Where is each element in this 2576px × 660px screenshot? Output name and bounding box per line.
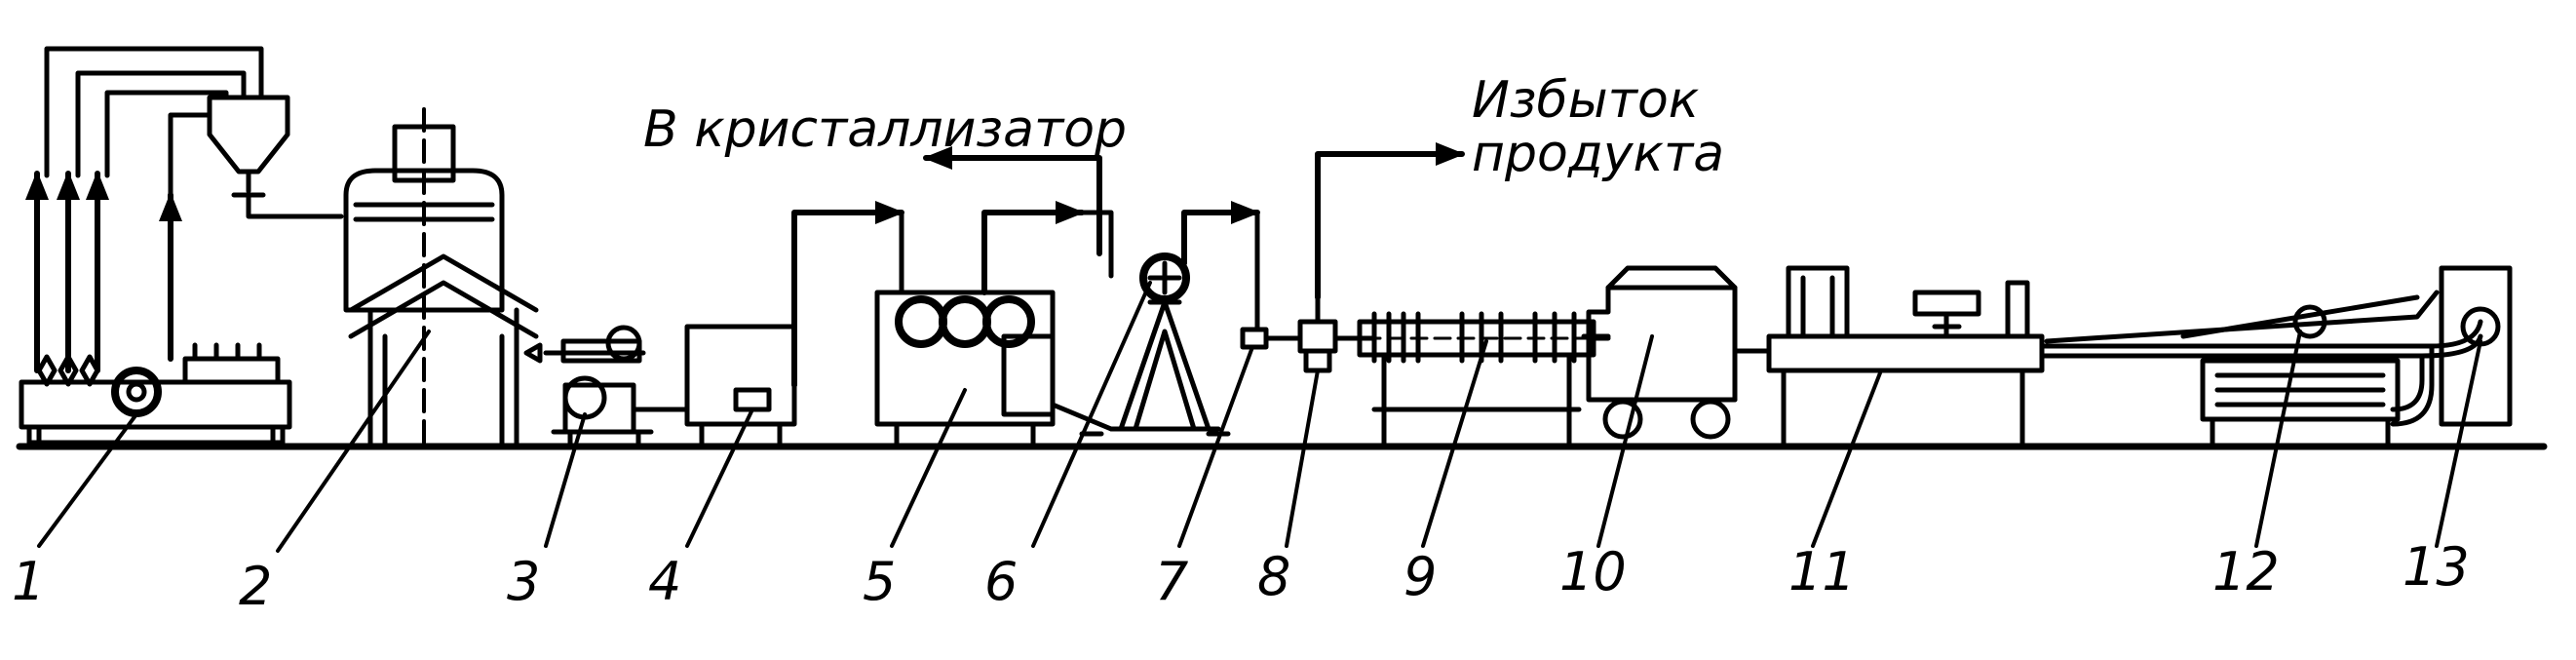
unit-6-pump-stand bbox=[923, 146, 1260, 437]
unit-3-pump bbox=[523, 325, 685, 449]
unit-number-labels: 1 2 3 4 5 6 7 8 9 10 11 12 13 bbox=[12, 536, 2470, 617]
label-1: 1 bbox=[12, 551, 45, 612]
label-13: 13 bbox=[2403, 536, 2470, 598]
unit-1-dosing-pumps bbox=[19, 46, 292, 449]
label-9: 9 bbox=[1403, 546, 1437, 607]
unit-4-filter bbox=[676, 201, 904, 446]
label-8: 8 bbox=[1257, 546, 1290, 607]
excess-product-caption-line1: Избыток bbox=[1472, 71, 1700, 130]
unit-2-mixer bbox=[207, 95, 539, 449]
label-5: 5 bbox=[863, 551, 896, 612]
label-7: 7 bbox=[1155, 551, 1188, 612]
unit-11-conveyor bbox=[1766, 265, 2045, 446]
unit-10-packer bbox=[1581, 265, 1772, 440]
label-12: 12 bbox=[2212, 541, 2280, 602]
unit-7-8-valves bbox=[1240, 142, 1465, 373]
label-3: 3 bbox=[507, 551, 540, 612]
label-6: 6 bbox=[984, 551, 1018, 612]
label-4: 4 bbox=[648, 551, 681, 612]
label-2: 2 bbox=[239, 556, 272, 617]
unit-5-heater bbox=[874, 201, 1114, 449]
label-11: 11 bbox=[1788, 541, 1856, 602]
unit-12-packing-conveyor bbox=[2039, 290, 2440, 446]
to-crystallizer-caption: В кристаллизатор bbox=[643, 100, 1127, 159]
leader-lines bbox=[37, 281, 2482, 553]
excess-product-caption-line2: продукта bbox=[1472, 125, 1724, 183]
unit-9-cooling-tube bbox=[1357, 311, 1611, 449]
label-10: 10 bbox=[1559, 541, 1627, 602]
